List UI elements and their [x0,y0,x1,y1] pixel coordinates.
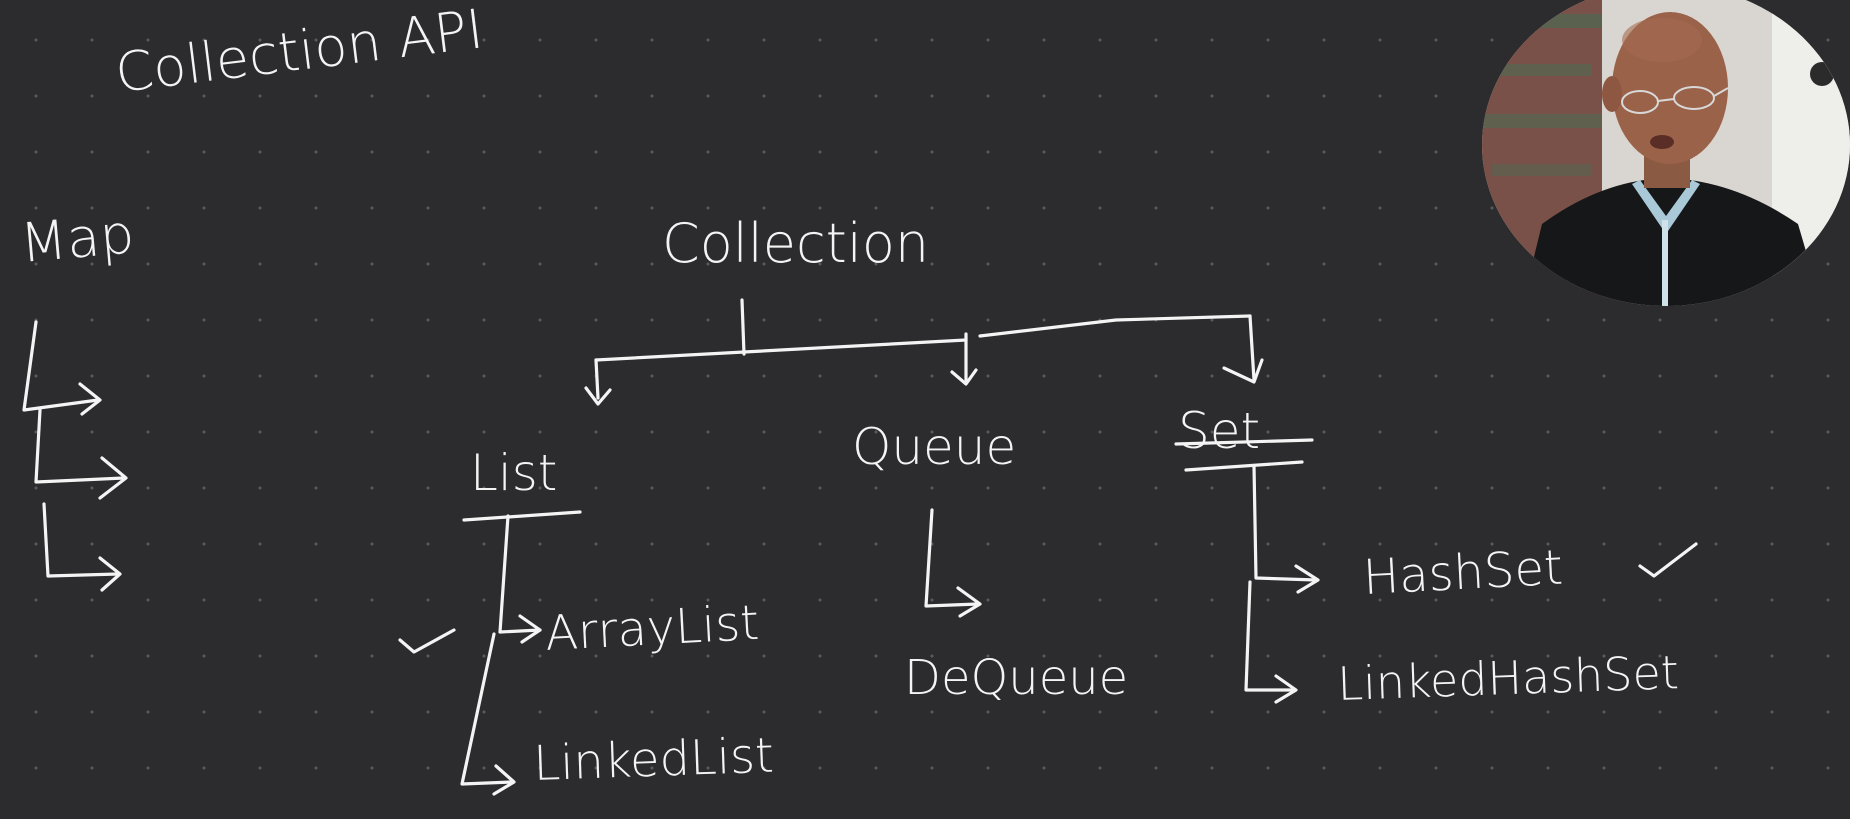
arrow-head-set [1222,358,1264,384]
arrow-head-list [584,386,612,406]
queue-trunk [924,508,980,608]
branch-set-bar [978,314,1252,338]
check-mark-arraylist [398,628,456,654]
set-underline [1184,460,1304,472]
queue-label: Queue [852,418,1016,476]
map-branch-line-3 [42,502,120,578]
check-mark-hashset [1638,542,1698,578]
collection-connectors [584,298,1264,406]
map-branches [22,320,128,592]
set-label: Set [1178,402,1260,460]
map-label: Map [18,202,137,275]
branch-list-down [594,358,600,400]
arraylist-label: ArrayList [544,595,761,662]
set-underline-top [1174,438,1314,446]
root-stem [740,298,746,356]
presenter-image [1482,0,1850,306]
set-trunk [1252,464,1318,582]
collection-label: Collection [662,212,929,275]
branch-bar-left [594,338,968,362]
list-trunk [498,514,542,634]
set-trunk-2 [1244,580,1296,692]
arrow-head-queue [950,368,978,386]
map-branch-line-2 [34,408,126,484]
queue-arrow [956,586,982,618]
list-label: List [470,444,557,502]
list-arrow-2 [492,764,516,796]
branch-set-down [1248,314,1256,382]
set-arrow-2 [1274,674,1298,704]
map-branch-line [22,320,100,412]
linkedlist-label: LinkedList [532,728,774,792]
list-arrow-1 [518,614,542,644]
dequeue-label: DeQueue [904,650,1128,706]
presenter-webcam [1482,0,1850,306]
hashset-label: HashSet [1362,540,1564,606]
set-arrow-1 [1294,564,1320,594]
map-arrow-head-1 [78,382,102,416]
board-title: Collection API [112,0,487,105]
list-trunk-2 [460,632,514,786]
map-arrow-head-3 [98,556,122,592]
list-underline [462,510,582,522]
map-arrow-head-2 [98,456,128,500]
linkedhashset-label: LinkedHashSet [1336,645,1679,711]
